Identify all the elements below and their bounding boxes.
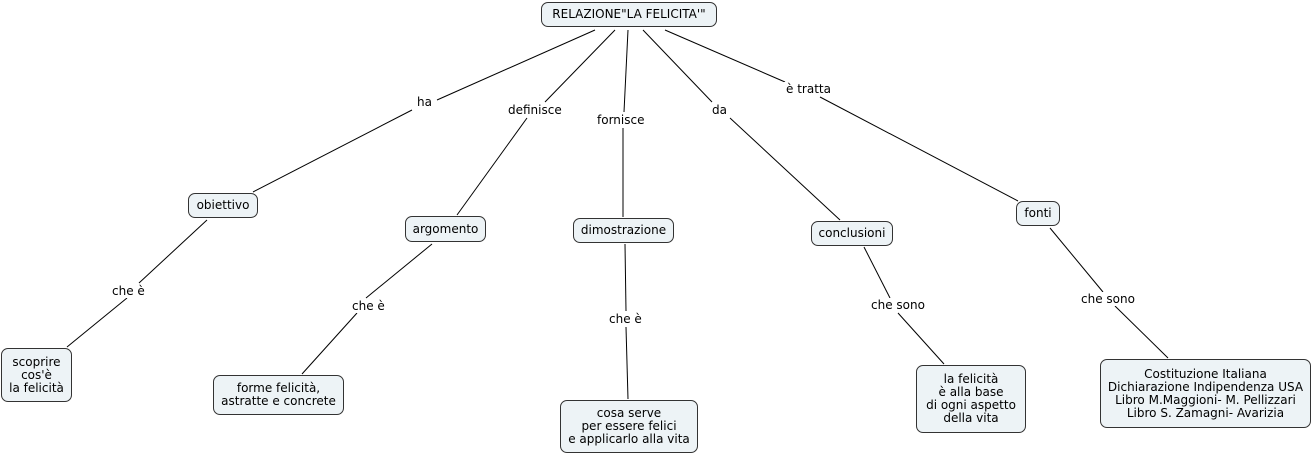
link-label-che-e-2: che è bbox=[350, 299, 387, 313]
line-chesono-fontilist bbox=[1114, 305, 1169, 359]
link-label-che-sono-2: che sono bbox=[1079, 292, 1137, 306]
node-dimostrazione[interactable]: dimostrazione bbox=[573, 218, 674, 243]
node-fonti[interactable]: fonti bbox=[1016, 201, 1060, 226]
link-label-che-e-3: che è bbox=[607, 312, 644, 326]
line-chee-cosaserve bbox=[625, 326, 629, 400]
node-root[interactable]: RELAZIONE"LA FELICITA'" bbox=[541, 2, 717, 27]
line-ha-obiettivo bbox=[252, 109, 413, 193]
node-la-felicita[interactable]: la felicità è alla base di ogni aspetto … bbox=[916, 365, 1026, 433]
line-root-da bbox=[642, 29, 713, 103]
link-label-e-tratta: è tratta bbox=[784, 82, 833, 96]
node-forme-felicita[interactable]: forme felicità, astratte e concrete bbox=[213, 375, 344, 415]
line-chesono-felicita bbox=[897, 312, 945, 365]
link-label-da: da bbox=[710, 103, 729, 117]
line-definisce-argomento bbox=[456, 117, 528, 216]
line-argomento-chee bbox=[365, 243, 433, 299]
node-argomento[interactable]: argomento bbox=[405, 216, 486, 242]
link-label-che-sono-1: che sono bbox=[869, 298, 927, 312]
line-root-fornisce bbox=[623, 29, 629, 113]
node-cosa-serve[interactable]: cosa serve per essere felici e applicarl… bbox=[560, 400, 698, 453]
node-obiettivo[interactable]: obiettivo bbox=[188, 193, 258, 218]
line-chee-forme bbox=[301, 312, 358, 375]
node-scoprire[interactable]: scoprire cos'è la felicità bbox=[1, 348, 72, 402]
line-dimostrazione-chee bbox=[624, 243, 627, 312]
line-chee-scoprire bbox=[66, 297, 128, 348]
node-fonti-list[interactable]: Costituzione Italiana Dichiarazione Indi… bbox=[1100, 359, 1311, 428]
line-fonti-chesono bbox=[1049, 227, 1104, 293]
link-label-che-e-1: che è bbox=[110, 284, 147, 298]
link-label-ha: ha bbox=[415, 95, 434, 109]
line-da-conclusioni bbox=[729, 117, 841, 221]
node-conclusioni[interactable]: conclusioni bbox=[811, 221, 893, 246]
link-label-fornisce: fornisce bbox=[595, 113, 647, 127]
link-label-definisce: definisce bbox=[506, 103, 564, 117]
line-root-ha bbox=[436, 29, 596, 101]
line-obiettivo-chee bbox=[138, 219, 208, 284]
line-conclusioni-chesono bbox=[863, 246, 891, 299]
line-etratta-fonti bbox=[819, 96, 1019, 202]
line-root-definisce bbox=[544, 29, 616, 103]
line-root-etratta bbox=[664, 29, 786, 83]
